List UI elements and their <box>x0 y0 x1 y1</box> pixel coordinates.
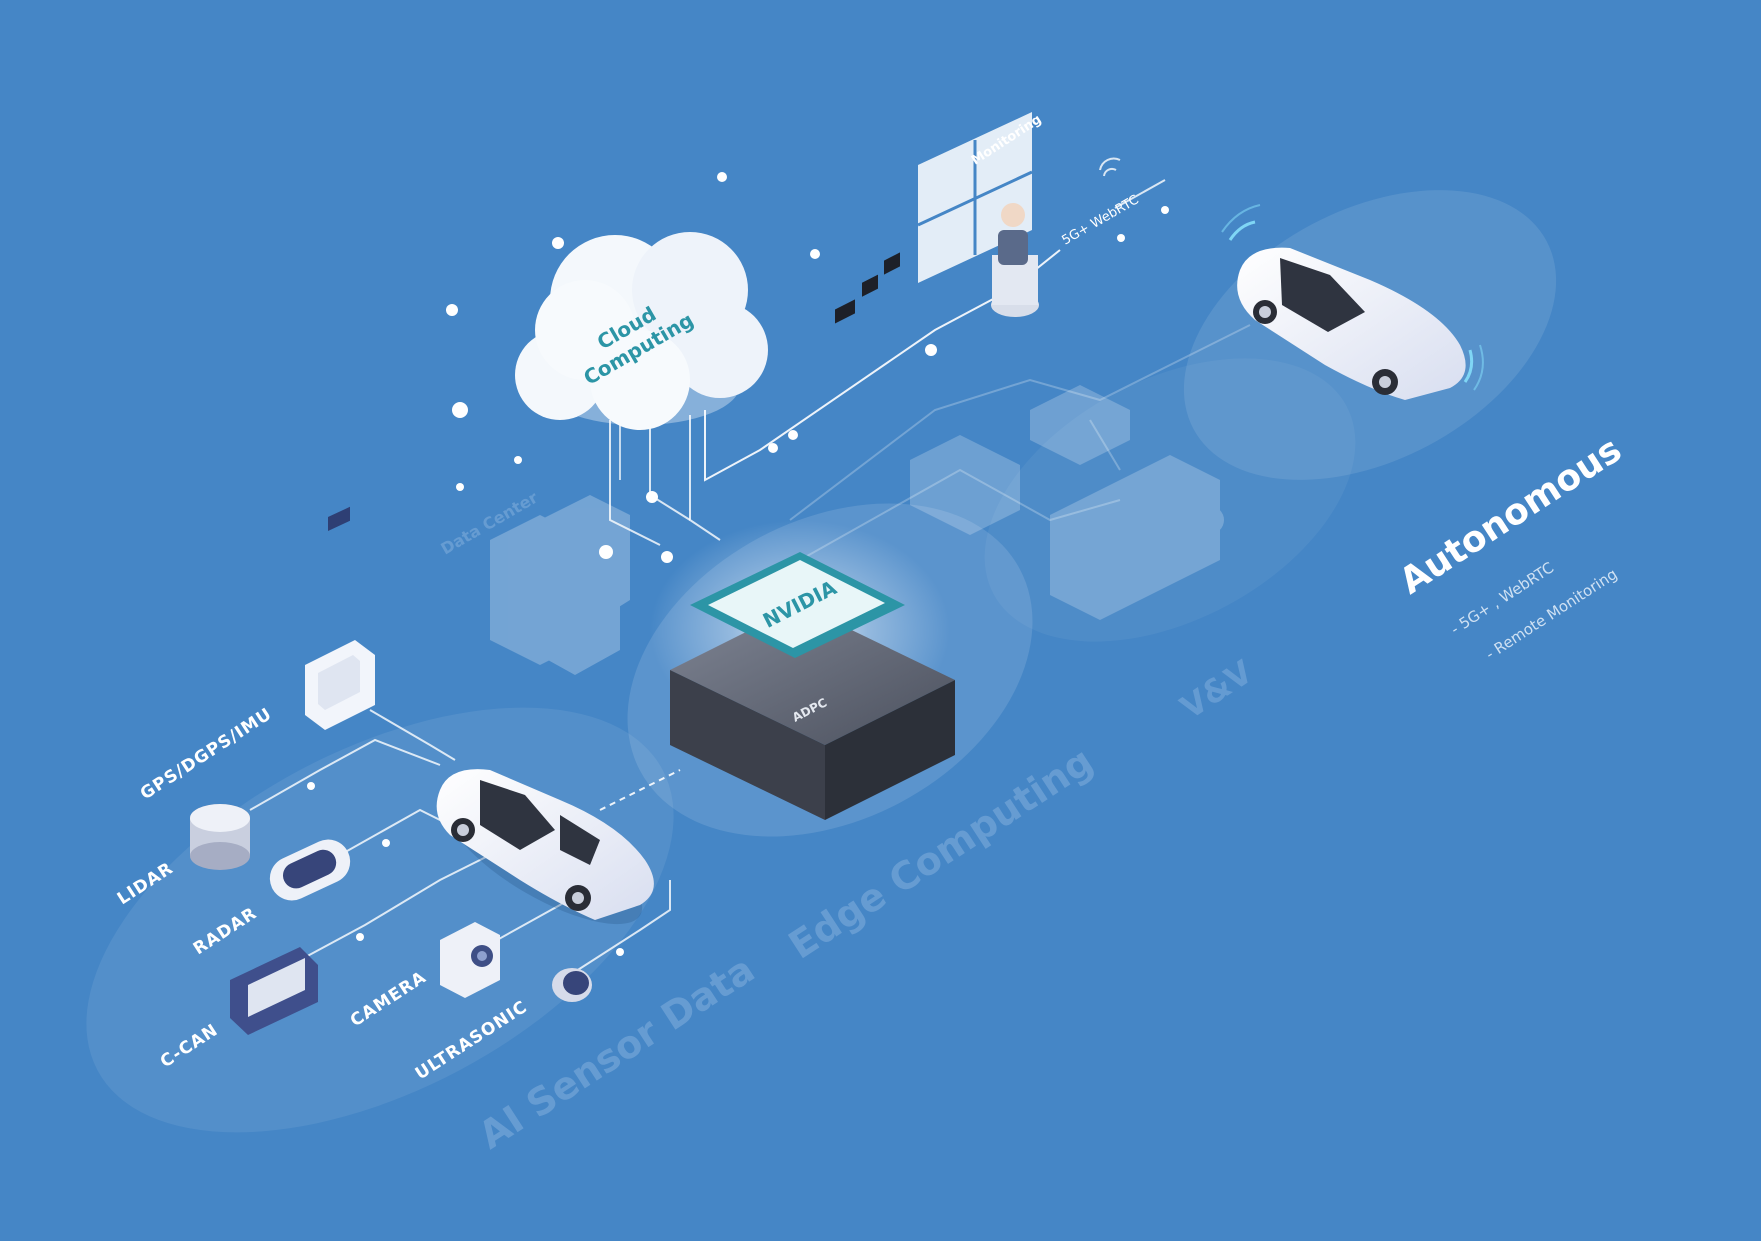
operator-figure <box>991 203 1039 317</box>
autonomous-detail-2: - Remote Monitoring <box>1482 565 1620 663</box>
ccan-sensor-icon <box>230 947 318 1035</box>
nvidia-chip <box>690 552 905 658</box>
gps-sensor-icon <box>305 506 375 730</box>
floating-dots <box>307 172 1169 956</box>
cloud-computing-icon <box>515 232 768 430</box>
sensor-car <box>436 769 654 925</box>
wifi-icon <box>1099 157 1121 177</box>
data-center-servers <box>490 495 630 675</box>
gps-label: GPS/DGPS/IMU <box>137 704 276 804</box>
autonomous-car <box>1221 204 1484 400</box>
edge-computing-device <box>670 252 955 820</box>
camera-sensor-icon <box>440 922 500 998</box>
vv-devices <box>910 385 1224 620</box>
radar-sensor-icon <box>269 839 351 901</box>
stage-vv: V&V <box>1174 653 1260 727</box>
network-label: 5G+ WebRTC <box>1060 192 1142 248</box>
lidar-sensor-icon <box>190 804 250 870</box>
connection-lines <box>249 179 1251 976</box>
ultrasonic-sensor-icon <box>552 968 592 1002</box>
